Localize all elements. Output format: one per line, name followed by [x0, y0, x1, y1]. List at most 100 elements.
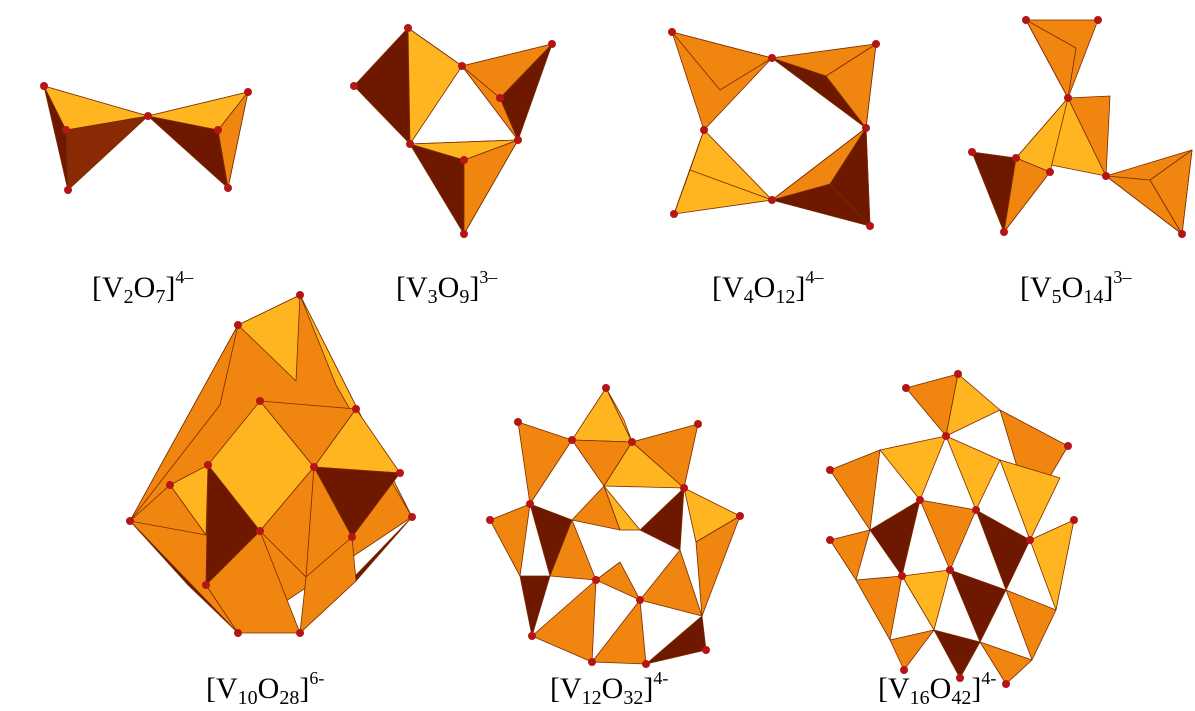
oxygen-atom	[62, 126, 70, 134]
oxygen-atom	[898, 572, 906, 580]
tetrahedron-top	[1025, 19, 1099, 99]
oxygen-vertices	[350, 24, 556, 238]
v16o42-polyhedra-drawing	[826, 370, 1078, 688]
oxygen-atom	[602, 384, 610, 392]
oxygen-vertices	[968, 16, 1186, 238]
oxygen-atom	[1178, 230, 1186, 238]
oxygen-atom	[862, 124, 870, 132]
oxygen-vertices	[40, 82, 252, 194]
oxygen-atom	[768, 196, 776, 204]
oxygen-atom	[642, 660, 650, 668]
oxygen-atom	[670, 210, 678, 218]
oxygen-atom	[486, 516, 494, 524]
oxygen-atom	[1070, 516, 1078, 524]
structure-v12o32: [V12O32]4-	[470, 380, 770, 711]
v4o12-polyhedra-drawing	[668, 28, 880, 230]
oxygen-atom	[214, 126, 222, 134]
formula-label: [V2O7]4–	[92, 267, 194, 308]
v12o32-polyhedra-drawing	[486, 384, 744, 668]
oxygen-atom	[968, 148, 976, 156]
oxygen-atom	[348, 533, 356, 541]
tetrahedron-top-right	[771, 43, 877, 129]
oxygen-vertices	[668, 28, 880, 230]
oxygen-atom	[902, 384, 910, 392]
tetrahedron-bottom-left	[673, 129, 773, 215]
oxygen-atom	[244, 88, 252, 96]
oxygen-atom	[310, 463, 318, 471]
oxygen-atom	[126, 517, 134, 525]
oxygen-atom	[1064, 94, 1072, 102]
v3o9-polyhedra-drawing	[350, 24, 556, 238]
oxygen-atom	[144, 112, 152, 120]
oxygen-atom	[1026, 536, 1034, 544]
formula-label: [V5O14]3–	[1020, 267, 1132, 308]
oxygen-atom	[548, 40, 556, 48]
oxygen-atom	[946, 566, 954, 574]
oxygen-atom	[680, 484, 688, 492]
oxygen-atom	[628, 438, 636, 446]
oxygen-atom	[256, 527, 264, 535]
oxygen-atom	[1022, 16, 1030, 24]
oxygen-atom	[296, 291, 304, 299]
oxygen-atom	[404, 24, 412, 32]
structure-v10o28: [V10O28]6-	[110, 285, 440, 711]
oxygen-atom	[234, 321, 242, 329]
oxygen-atom	[954, 370, 962, 378]
oxygen-atom	[406, 140, 414, 148]
tetrahedra-ring	[489, 387, 741, 665]
oxygen-atom	[528, 632, 536, 640]
oxygen-atom	[350, 82, 358, 90]
v10o28-polyhedra-drawing	[126, 291, 416, 637]
oxygen-atom	[166, 481, 174, 489]
tetrahedron-right	[147, 91, 249, 189]
oxygen-atom	[636, 596, 644, 604]
oxygen-atom	[866, 222, 874, 230]
oxygen-atom	[768, 54, 776, 62]
oxygen-atom	[1046, 168, 1054, 176]
structure-v3o9: [V3O9]3–	[290, 0, 600, 307]
tetrahedron-bottom-right	[771, 127, 871, 227]
structure-v2o7: [V2O7]4–	[0, 0, 290, 307]
tetrahedron-right	[1105, 149, 1193, 235]
oxygen-atom	[408, 513, 416, 521]
oxygen-atom	[496, 94, 504, 102]
oxygen-atom	[514, 418, 522, 426]
oxygen-atom	[526, 500, 534, 508]
formula-label: [V16O42]4-	[878, 668, 997, 709]
oxygen-vertices	[826, 370, 1078, 688]
oxygen-atom	[702, 646, 710, 654]
oxygen-atom	[700, 126, 708, 134]
oxygen-atom	[826, 466, 834, 474]
oxygen-atom	[568, 436, 576, 444]
oxygen-atom	[1102, 172, 1110, 180]
tetrahedra-cage	[829, 373, 1075, 685]
oxygen-atom	[202, 581, 210, 589]
oxygen-atom	[296, 629, 304, 637]
oxygen-atom	[1094, 16, 1102, 24]
oxygen-atom	[588, 658, 596, 666]
oxygen-atom	[514, 136, 522, 144]
structure-v16o42: [V16O42]4-	[810, 370, 1085, 711]
v2o7-polyhedra-drawing	[40, 82, 252, 194]
formula-label: [V3O9]3–	[396, 267, 498, 308]
oxygen-atom	[916, 496, 924, 504]
oxygen-vertices	[126, 291, 416, 637]
oxygen-atom	[1064, 442, 1072, 450]
oxygen-atom	[40, 82, 48, 90]
tetrahedron-top-left	[671, 31, 773, 131]
oxygen-atom	[1012, 154, 1020, 162]
oxygen-atom	[458, 62, 466, 70]
formula-label: [V10O28]6-	[206, 668, 325, 709]
oxygen-atom	[826, 536, 834, 544]
oxygen-atom	[900, 666, 908, 674]
oxygen-atom	[1002, 680, 1010, 688]
tetrahedron-top-right	[461, 43, 553, 141]
oxygen-atom	[234, 629, 242, 637]
oxygen-atom	[736, 512, 744, 520]
structure-v5o14: [V5O14]3–	[900, 0, 1195, 307]
tetrahedron-bottom	[409, 139, 519, 235]
structure-v4o12: [V4O12]4–	[600, 0, 900, 307]
tetrahedron-top-left	[353, 27, 463, 145]
oxygen-atom	[396, 469, 404, 477]
oxygen-atom	[592, 576, 600, 584]
